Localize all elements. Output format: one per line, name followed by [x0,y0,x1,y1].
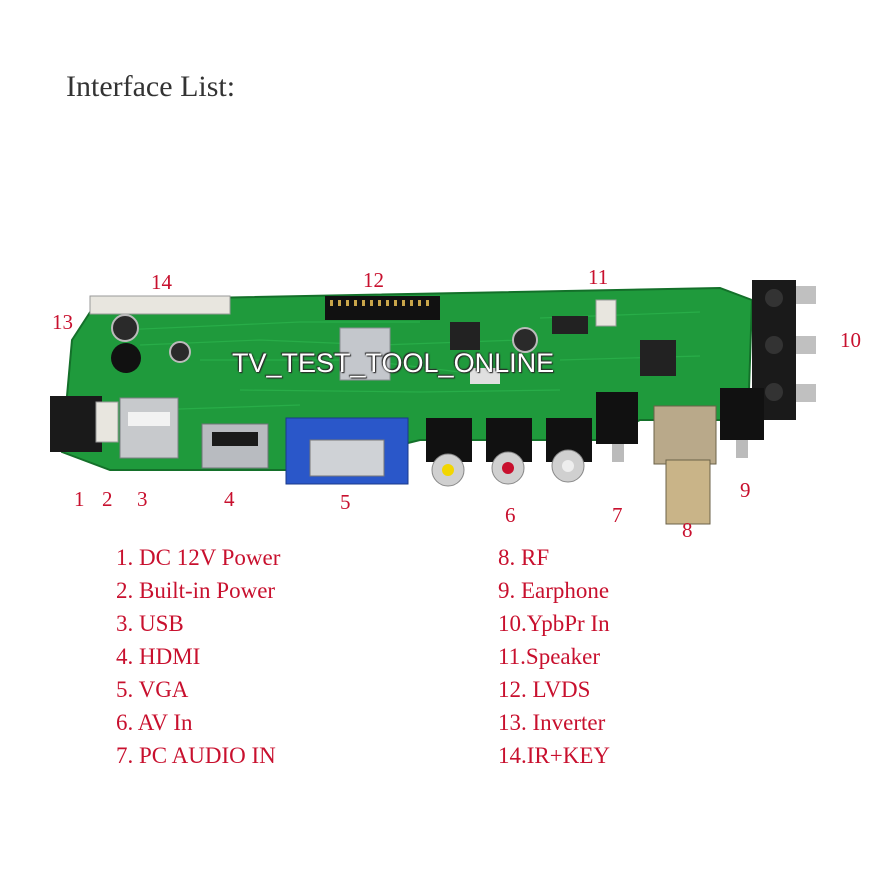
legend-left: 1. DC 12V Power 2. Built-in Power 3. USB… [116,541,280,772]
callout-1: 1 [74,487,85,511]
pc-audio-jack [596,392,638,444]
legend-item: 14.IR+KEY [498,743,610,768]
legend-right: 8. RF 9. Earphone 10.YpbPr In 11.Speaker… [498,541,610,772]
legend-item: 5. VGA [116,677,189,702]
lvds-header [325,296,440,320]
earphone-jack [720,388,764,440]
dc-power-jack [50,396,102,452]
legend-item: 8. RF [498,545,550,570]
ir-key-connector [89,295,231,315]
callout-6: 6 [505,503,516,527]
callout-2: 2 [102,487,113,511]
legend-item: 12. LVDS [498,677,591,702]
callout-12: 12 [363,268,384,292]
heatsink [339,327,391,381]
callout-11: 11 [588,265,609,289]
speaker-connector [595,299,617,327]
legend-item: 7. PC AUDIO IN [116,743,276,768]
callout-3: 3 [137,487,148,511]
legend-item: 6. AV In [116,710,193,735]
legend-item: 2. Built-in Power [116,578,276,603]
callout-10: 10 [840,328,861,352]
callout-4: 4 [224,487,235,511]
legend-item: 3. USB [116,611,184,636]
page-title: Interface List: [66,70,236,103]
usb-port [119,397,179,459]
callout-13: 13 [52,310,73,334]
callout-8: 8 [682,518,693,542]
builtin-power-connector [95,401,119,443]
rf-connector [653,405,717,465]
legend-item: 13. Inverter [498,710,606,735]
callout-5: 5 [340,490,351,514]
callout-9: 9 [740,478,751,502]
legend-item: 11.Speaker [498,644,600,669]
legend-item: 4. HDMI [116,644,201,669]
callout-7: 7 [612,503,623,527]
callout-14: 14 [151,270,172,294]
av-in-jacks [426,418,592,487]
watermark: TV_TEST_TOOL_ONLINE [232,348,555,378]
legend-item: 1. DC 12V Power [116,545,281,570]
legend-item: 10.YpbPr In [498,611,610,636]
legend-item: 9. Earphone [498,578,610,603]
